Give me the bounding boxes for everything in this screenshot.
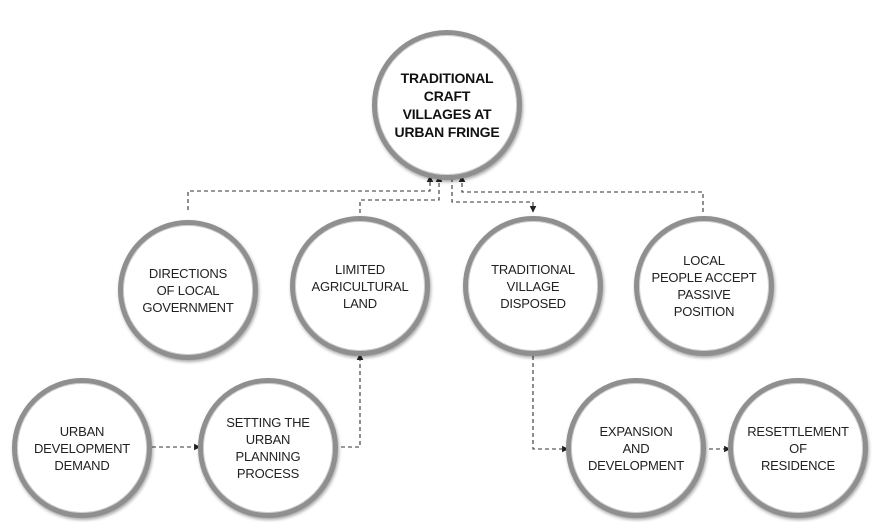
node-directions-of-local-government: DIRECTIONS OF LOCAL GOVERNMENT: [118, 220, 258, 360]
connector-directions-to-root: [187, 175, 434, 210]
node-traditional-village-disposed: TRADITIONAL VILLAGE DISPOSED: [463, 216, 603, 356]
node-setting-urban-planning-process: SETTING THE URBAN PLANNING PROCESS: [198, 378, 338, 518]
node-label: LIMITED AGRICULTURAL LAND: [311, 261, 409, 311]
connector-passive-to-root: [458, 175, 704, 212]
connector-disposed-to-expansion: [532, 356, 569, 453]
node-label: DIRECTIONS OF LOCAL GOVERNMENT: [142, 265, 234, 315]
node-label: TRADITIONAL CRAFT VILLAGES AT URBAN FRIN…: [394, 70, 500, 140]
node-local-people-accept-passive-position: LOCAL PEOPLE ACCEPT PASSIVE POSITION: [634, 216, 774, 356]
node-traditional-craft-villages: TRADITIONAL CRAFT VILLAGES AT URBAN FRIN…: [372, 30, 522, 180]
node-label: TRADITIONAL VILLAGE DISPOSED: [491, 261, 575, 311]
node-urban-development-demand: URBAN DEVELOPMENT DEMAND: [12, 378, 152, 518]
node-label: LOCAL PEOPLE ACCEPT PASSIVE POSITION: [651, 253, 757, 319]
connector-land-to-root: [359, 175, 443, 220]
node-label: SETTING THE URBAN PLANNING PROCESS: [226, 415, 310, 481]
node-label: RESETTLEMENT OF RESIDENCE: [747, 423, 849, 473]
connector-planning-to-land: [334, 353, 364, 448]
connector-root-to-disposed: [451, 178, 537, 213]
node-limited-agricultural-land: LIMITED AGRICULTURAL LAND: [290, 216, 430, 356]
node-label: URBAN DEVELOPMENT DEMAND: [33, 423, 131, 473]
node-label: EXPANSION AND DEVELOPMENT: [587, 423, 685, 473]
node-resettlement-of-residence: RESETTLEMENT OF RESIDENCE: [728, 378, 868, 518]
node-expansion-and-development: EXPANSION AND DEVELOPMENT: [566, 378, 706, 518]
